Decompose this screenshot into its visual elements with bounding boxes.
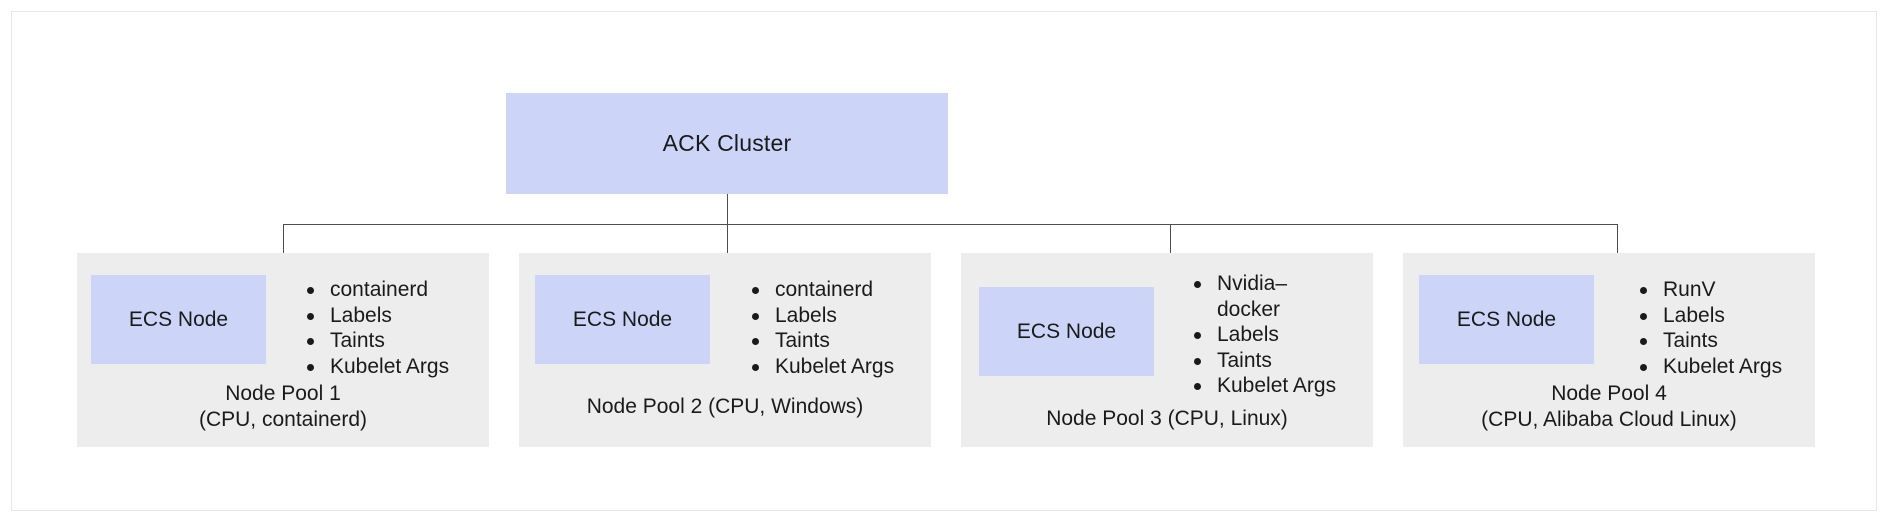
list-item: containerd xyxy=(303,277,489,303)
node-pool-2-ecs-node-label: ECS Node xyxy=(572,307,673,331)
connector-drop-pool-2 xyxy=(727,224,728,253)
list-item: Kubelet Args xyxy=(303,354,489,380)
list-item: Taints xyxy=(1636,328,1815,354)
list-item: Kubelet Args xyxy=(1636,354,1815,380)
list-item: Labels xyxy=(303,303,489,329)
ack-cluster-node[interactable]: ACK Cluster xyxy=(506,93,948,194)
node-pool-3-body: ECS Node Nvidia–docker Labels Taints Kub… xyxy=(961,253,1373,406)
list-item: Kubelet Args xyxy=(748,354,931,380)
node-pool-2-body: ECS Node containerd Labels Taints Kubele… xyxy=(519,253,931,394)
node-pool-3-ecs-node[interactable]: ECS Node xyxy=(979,287,1154,376)
node-pool-4-caption-line2: (CPU, Alibaba Cloud Linux) xyxy=(1481,407,1737,431)
node-pool-4-body: ECS Node RunV Labels Taints Kubelet Args xyxy=(1403,253,1815,381)
list-item: Taints xyxy=(748,328,931,354)
connector-drop-pool-1 xyxy=(283,224,284,253)
node-pool-2-attribute-list: containerd Labels Taints Kubelet Args xyxy=(748,277,931,379)
connector-drop-pool-3 xyxy=(1170,224,1171,253)
node-pool-3-attribute-list: Nvidia–docker Labels Taints Kubelet Args xyxy=(1190,271,1373,399)
list-item: Labels xyxy=(1636,303,1815,329)
node-pool-3-panel[interactable]: ECS Node Nvidia–docker Labels Taints Kub… xyxy=(961,253,1373,447)
node-pool-2-caption-line1: Node Pool 2 (CPU, Windows) xyxy=(586,394,864,418)
list-item: Labels xyxy=(748,303,931,329)
node-pool-4-ecs-node-label: ECS Node xyxy=(1456,307,1557,331)
node-pool-2-ecs-node[interactable]: ECS Node xyxy=(535,275,710,364)
node-pool-1-ecs-node-label: ECS Node xyxy=(128,307,229,331)
list-item: Labels xyxy=(1190,322,1373,348)
list-item: Taints xyxy=(303,328,489,354)
node-pool-1-caption: Node Pool 1 (CPU, containerd) xyxy=(77,381,489,447)
node-pool-2-panel[interactable]: ECS Node containerd Labels Taints Kubele… xyxy=(519,253,931,447)
node-pool-1-ecs-node[interactable]: ECS Node xyxy=(91,275,266,364)
node-pool-4-ecs-node[interactable]: ECS Node xyxy=(1419,275,1594,364)
node-pool-1-body: ECS Node containerd Labels Taints Kubele… xyxy=(77,253,489,381)
node-pool-4-panel[interactable]: ECS Node RunV Labels Taints Kubelet Args… xyxy=(1403,253,1815,447)
node-pool-1-caption-line1: Node Pool 1 xyxy=(225,382,341,405)
node-pool-3-ecs-node-label: ECS Node xyxy=(1016,319,1117,343)
node-pool-1-panel[interactable]: ECS Node containerd Labels Taints Kubele… xyxy=(77,253,489,447)
list-item: RunV xyxy=(1636,277,1815,303)
node-pool-4-attribute-list: RunV Labels Taints Kubelet Args xyxy=(1636,277,1815,379)
node-pool-3-caption: Node Pool 3 (CPU, Linux) xyxy=(961,406,1373,448)
node-pool-2-caption: Node Pool 2 (CPU, Windows) xyxy=(519,394,931,448)
node-pool-1-attribute-list: containerd Labels Taints Kubelet Args xyxy=(303,277,489,379)
connector-horizontal-bus xyxy=(283,224,1618,225)
list-item: Kubelet Args xyxy=(1190,373,1373,399)
list-item: containerd xyxy=(748,277,931,303)
ack-cluster-label: ACK Cluster xyxy=(662,130,792,156)
node-pool-1-caption-line2: (CPU, containerd) xyxy=(198,407,368,431)
node-pool-4-caption-line1: Node Pool 4 xyxy=(1551,382,1667,405)
list-item: Taints xyxy=(1190,348,1373,374)
node-pool-3-caption-line1: Node Pool 3 (CPU, Linux) xyxy=(1046,406,1288,430)
connector-root-drop xyxy=(727,194,728,225)
list-item: Nvidia–docker xyxy=(1190,271,1302,322)
node-pool-4-caption: Node Pool 4 (CPU, Alibaba Cloud Linux) xyxy=(1403,381,1815,447)
connector-drop-pool-4 xyxy=(1617,224,1618,253)
